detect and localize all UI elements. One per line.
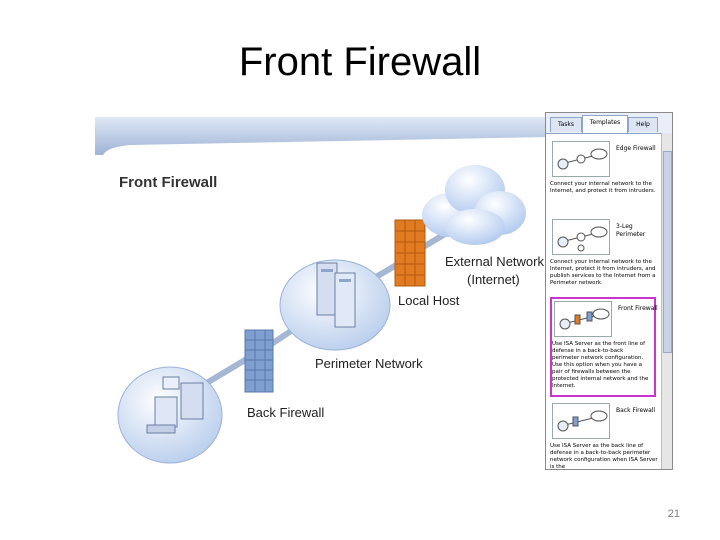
template-description: Use ISA Server as the front line of defe… [552, 341, 649, 389]
back-firewall-icon [244, 329, 274, 393]
network-template-icon [552, 219, 610, 255]
perimeter-network-label: Perimeter Network [315, 356, 423, 371]
internet-cloud-icon [422, 165, 526, 245]
internal-network-node [117, 366, 223, 464]
template-description: Connect your internal network to the Int… [550, 181, 656, 194]
template-item-front-firewall[interactable]: Front Firewall Use ISA Server as the fro… [550, 297, 658, 397]
network-template-icon [554, 301, 612, 337]
scrollbar-thumb[interactable] [663, 151, 672, 353]
diagram-header-bar [95, 117, 550, 155]
panel-scrollbar[interactable] [661, 133, 672, 469]
template-description: Connect your internal network to the Int… [550, 259, 656, 286]
local-host-label: Local Host [398, 293, 460, 308]
network-diagram-svg: Front Firewall [95, 117, 550, 464]
perimeter-network-node [279, 259, 391, 351]
page-number: 21 [667, 508, 680, 520]
template-item-edge-firewall[interactable]: Edge Firewall Connect your internal netw… [550, 139, 660, 225]
template-title: Front Firewall [618, 305, 658, 312]
diagram-heading: Front Firewall [119, 174, 217, 191]
template-item-back-firewall[interactable]: Back Firewall Use ISA Server as the back… [550, 401, 660, 469]
template-item-3-leg-perimeter[interactable]: 3-Leg Perimeter Connect your internal ne… [550, 217, 660, 297]
server-icon [316, 262, 356, 328]
slide-title: Front Firewall [238, 40, 482, 84]
workstation-icon [146, 376, 204, 434]
tab-tasks[interactable]: Tasks [550, 117, 582, 132]
network-template-icon [552, 403, 610, 439]
template-title: Back Firewall [616, 407, 656, 414]
template-title: 3-Leg Perimeter [616, 223, 646, 238]
internet-label: (Internet) [467, 272, 520, 287]
template-description: Use ISA Server as the back line of defen… [550, 443, 658, 470]
panel-tab-bar: Tasks Templates Help [546, 113, 672, 134]
network-diagram: Front Firewall [95, 115, 550, 470]
tab-help[interactable]: Help [628, 117, 658, 132]
back-firewall-label: Back Firewall [247, 405, 324, 420]
external-network-label: External Network [445, 254, 544, 269]
templates-panel: Tasks Templates Help Edge Firewall Conne… [545, 112, 673, 470]
tab-templates[interactable]: Templates [582, 115, 628, 133]
template-title: Edge Firewall [616, 145, 656, 152]
network-template-icon [552, 141, 610, 177]
front-firewall-icon [394, 219, 426, 287]
